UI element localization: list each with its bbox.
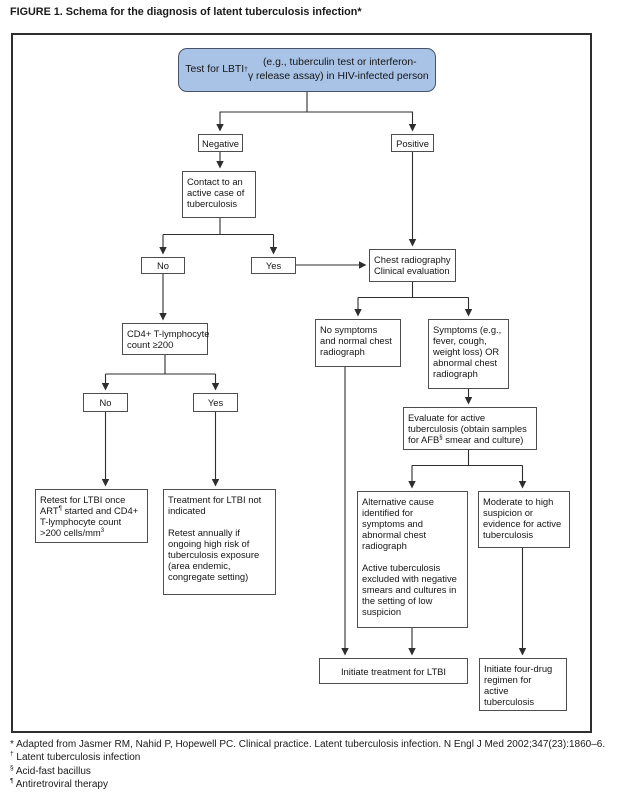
footnote-latent-tb: † Latent tuberculosis infection xyxy=(10,751,141,764)
node-contact-active-case: Contact to an active case of tuberculosi… xyxy=(182,171,256,218)
node-moderate-high-suspicion: Moderate to high suspicion or evidence f… xyxy=(478,491,570,548)
node-initiate-treatment-ltbi: Initiate treatment for LTBI xyxy=(319,658,468,684)
node-symptoms: Symptoms (e.g., fever, cough, weight los… xyxy=(428,319,509,389)
node-test-lbti: Test for LBTI† (e.g., tuberculin test or… xyxy=(178,48,436,92)
node-no-symptoms: No symptoms and normal chest radiograph xyxy=(315,319,401,367)
node-evaluate-active-tb: Evaluate for active tuberculosis (obtain… xyxy=(403,407,537,450)
flowchart-frame xyxy=(11,33,592,733)
footnote-adapted-from: * Adapted from Jasmer RM, Nahid P, Hopew… xyxy=(10,739,606,750)
footnote-antiretroviral: ¶ Antiretroviral therapy xyxy=(10,777,108,791)
node-chest-radiography: Chest radiography Clinical evaluation xyxy=(369,249,456,282)
node-no-contact: No xyxy=(141,257,185,274)
footnotes: * Adapted from Jasmer RM, Nahid P, Hopew… xyxy=(10,738,638,792)
node-yes-cd4: Yes xyxy=(193,393,238,412)
node-alternative-cause: Alternative cause identified for symptom… xyxy=(357,491,468,628)
node-treatment-not-indicated: Treatment for LTBI not indicated Retest … xyxy=(163,489,276,595)
node-positive: Positive xyxy=(391,134,434,152)
node-negative: Negative xyxy=(198,134,243,152)
node-cd4-count: CD4+ T-lymphocyte count ≥200 xyxy=(122,323,209,355)
figure-title: FIGURE 1. Schema for the diagnosis of la… xyxy=(10,6,362,18)
node-yes-contact: Yes xyxy=(251,257,296,274)
footnote-acid-fast: § Acid-fast bacillus xyxy=(10,764,91,777)
node-initiate-four-drug: Initiate four-drug regimen for active tu… xyxy=(479,658,567,711)
node-no-cd4: No xyxy=(83,393,128,412)
node-retest-ltbi: Retest for LTBI once ART¶ started and CD… xyxy=(35,489,148,543)
